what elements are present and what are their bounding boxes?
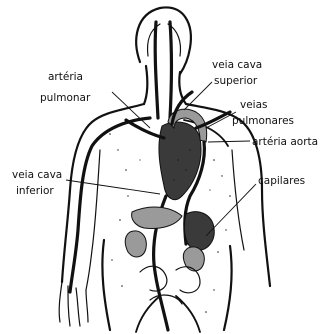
label-veia-cava-superior-1: veia cava [212, 59, 262, 71]
label-veia-cava-inferior-1: veia cava [12, 169, 62, 181]
label-arteria-aorta: artéria aorta [252, 136, 318, 148]
label-arteria-pulmonar-1: artéria [48, 71, 83, 83]
neck-vessels [148, 22, 181, 118]
right-arm-inner [232, 150, 244, 250]
head-vessel-branch [148, 24, 181, 56]
right-kidney [183, 247, 204, 271]
head-outline [136, 7, 191, 74]
label-veias-pulmonares-1: veias [240, 99, 268, 111]
left-hand [59, 282, 88, 326]
leader-arteria-aorta [208, 141, 250, 142]
label-veias-pulmonares-2: pulmonares [232, 115, 294, 127]
left-kidney [125, 231, 146, 257]
leader-capilares [206, 184, 256, 236]
label-arteria-pulmonar-2: pulmonar [40, 92, 91, 104]
intestine-coils [140, 266, 200, 304]
waist-right [224, 246, 232, 330]
iliac-left [136, 296, 160, 332]
jugular-right [170, 22, 172, 118]
abdomen-group [125, 196, 214, 332]
left-arm-artery [70, 118, 150, 292]
left-arm-inner [86, 150, 100, 290]
stomach [184, 212, 214, 251]
label-capilares: capilares [258, 175, 305, 187]
label-veia-cava-inferior-2: inferior [16, 185, 54, 197]
label-veia-cava-superior-2: superior [214, 75, 258, 87]
neck-left [144, 66, 147, 104]
liver [132, 207, 182, 228]
waist-left [102, 240, 110, 330]
carotid-left [155, 22, 158, 118]
